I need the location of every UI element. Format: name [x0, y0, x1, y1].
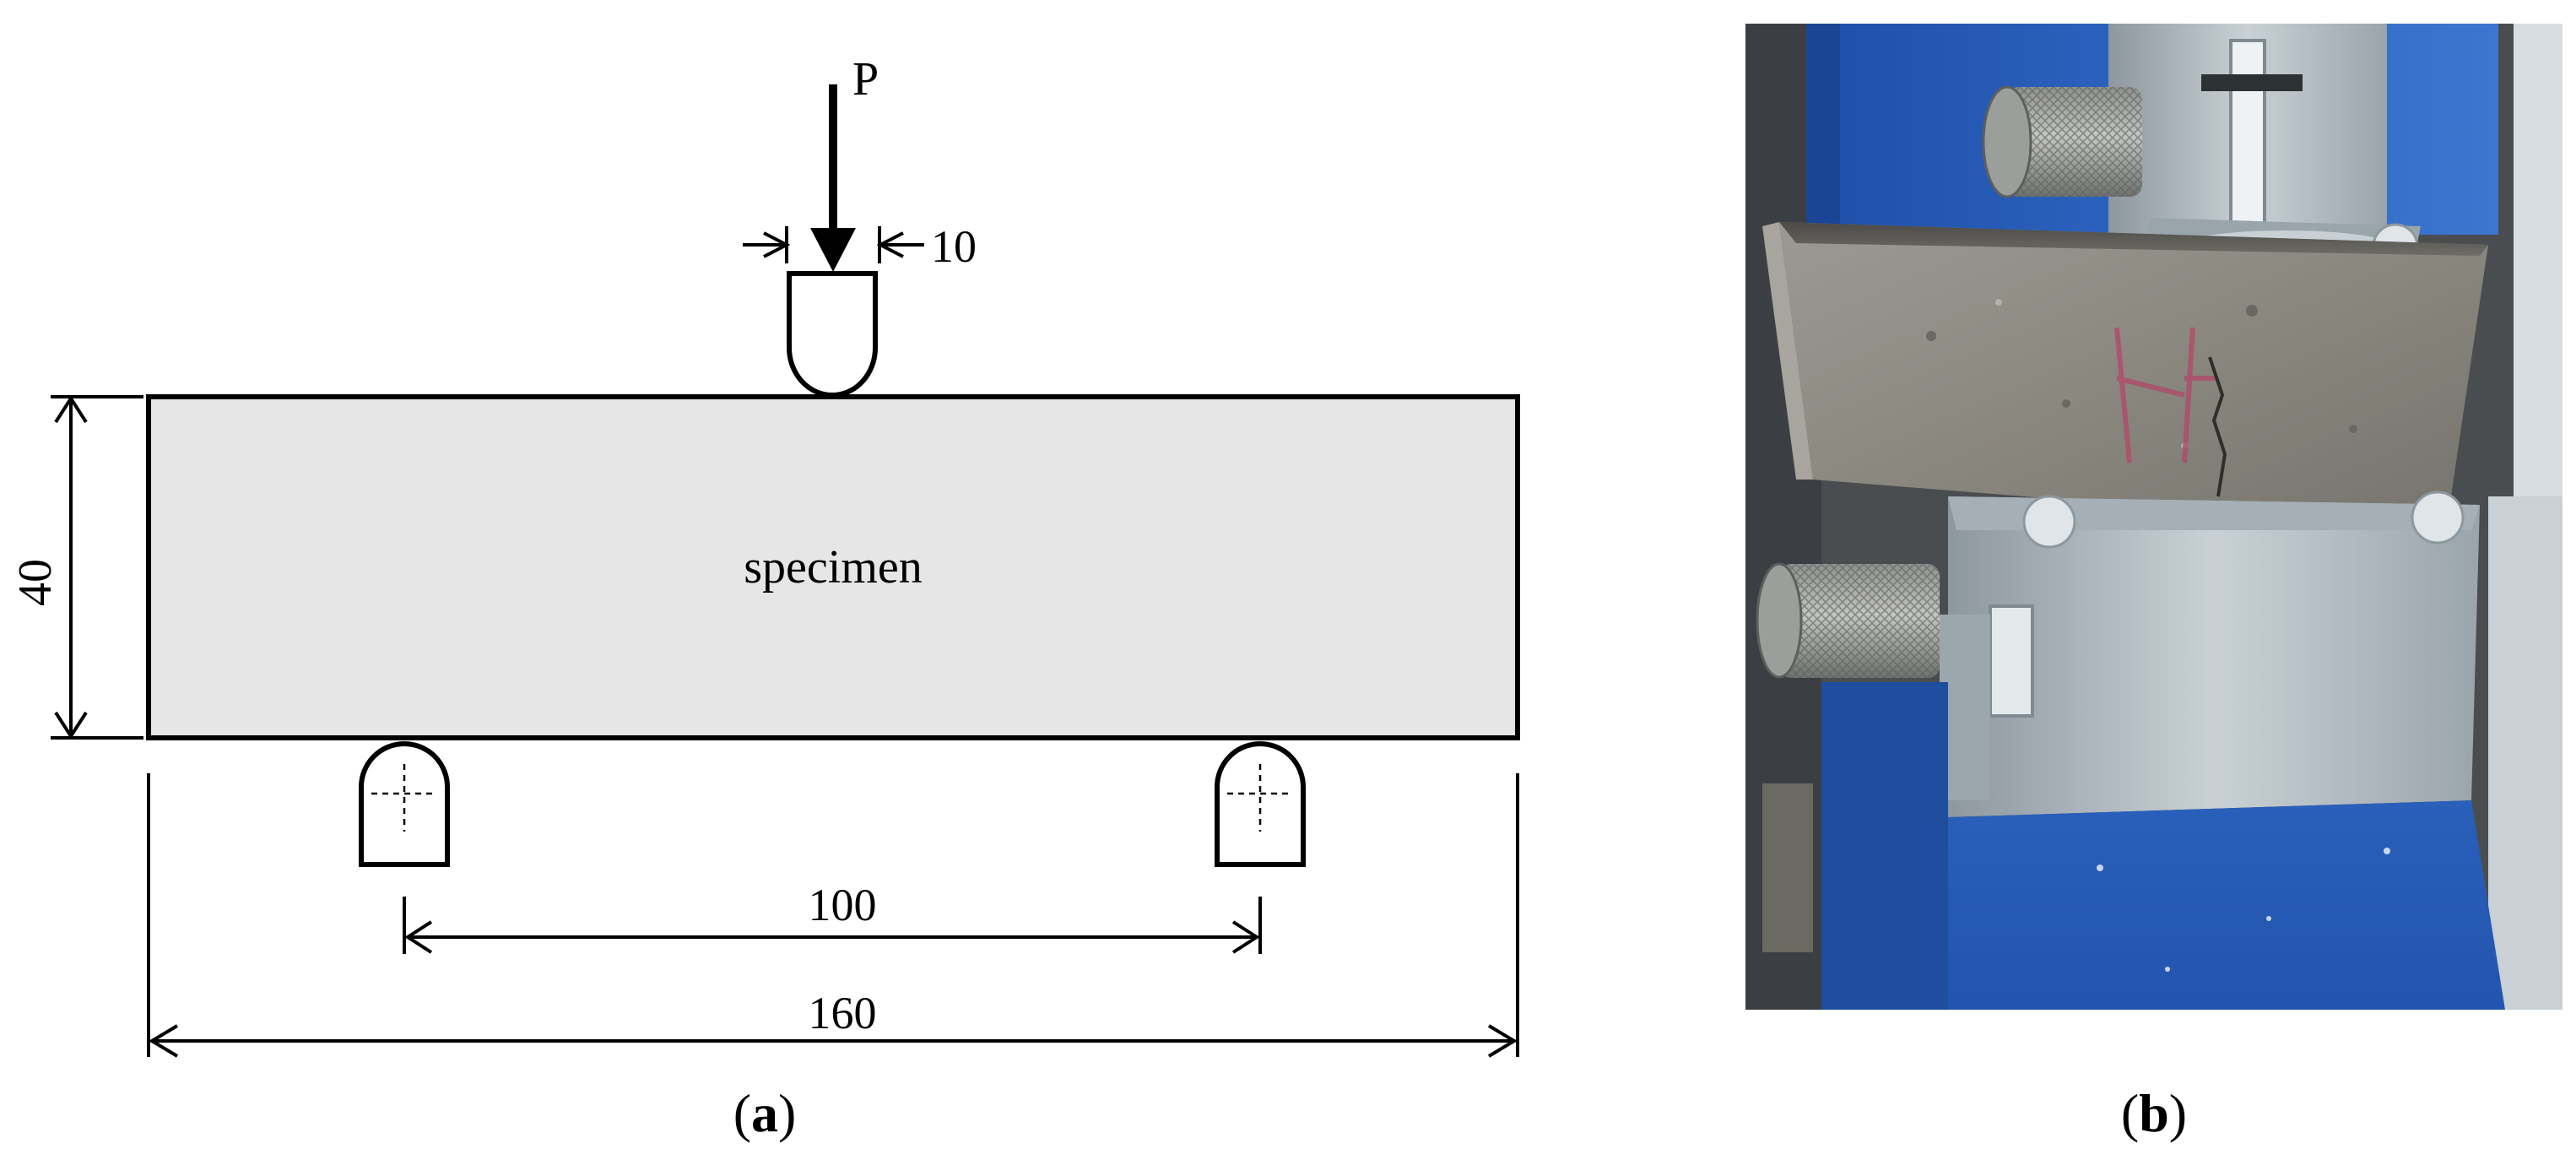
specimen-label: specimen [744, 541, 922, 593]
length-label: 160 [809, 988, 877, 1038]
span-label: 100 [809, 880, 877, 930]
caption-a-letter: a [751, 1083, 778, 1143]
machine-lower-base [1821, 682, 2505, 1010]
load-arrow [810, 84, 856, 272]
loading-width-label: 10 [931, 221, 977, 272]
panel-b-photo: (b) [1745, 24, 2562, 1143]
caption-b-letter: b [2139, 1083, 2169, 1143]
loading-width-dimension [743, 226, 924, 263]
loading-roller [787, 271, 878, 398]
lower-knob [1756, 562, 1940, 679]
upper-knob [1982, 85, 2142, 198]
height-label: 40 [9, 559, 62, 606]
upper-fixture [2108, 24, 2421, 270]
lower-fixture [1940, 490, 2480, 817]
specimen [146, 394, 1520, 740]
length-dimension [147, 773, 1519, 1058]
test-photo [1745, 24, 2562, 1010]
support-roller-left [359, 741, 450, 867]
height-dimension [51, 395, 143, 740]
caption-b: (b) [2121, 1083, 2187, 1143]
specimen-prism [1762, 222, 2488, 530]
support-roller-right [1215, 741, 1306, 867]
caption-a: (a) [733, 1083, 797, 1143]
panel-a-schematic: P 10 specimen 40 [9, 53, 1520, 1143]
load-label: P [852, 53, 879, 106]
span-dimension [403, 897, 1262, 954]
